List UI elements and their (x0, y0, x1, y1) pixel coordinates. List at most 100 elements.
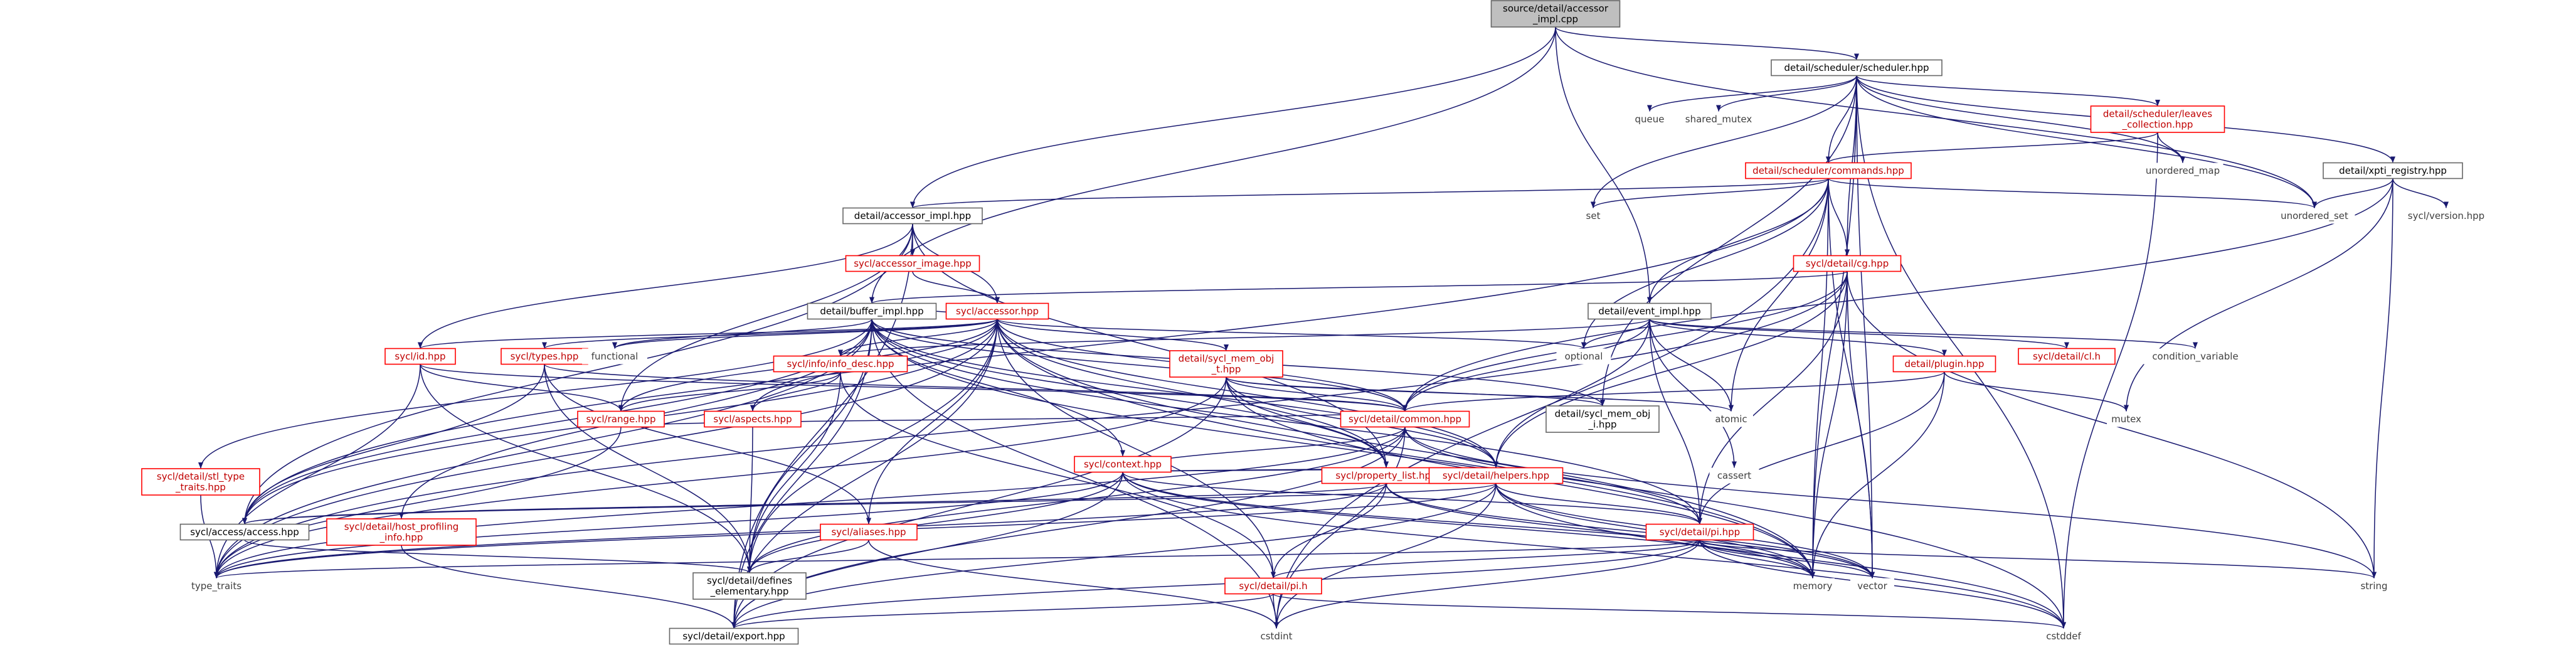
edge-sched-to-leaves (1856, 75, 2160, 107)
edge-pi_hpp-to-type_traits (214, 539, 1700, 579)
edge-helpers-to-export (731, 483, 1497, 629)
edge-range-to-type_traits (214, 427, 622, 578)
node-acc_impl[interactable]: detail/accessor_impl.hpp (842, 207, 983, 225)
node-id_hpp[interactable]: sycl/id.hpp (384, 348, 456, 365)
edge-accessor-to-functional (612, 318, 998, 349)
node-helpers[interactable]: sycl/detail/helpers.hpp (1428, 467, 1564, 484)
node-box-pi_hpp (1645, 523, 1754, 541)
edge-pi_h-to-cstdint (1273, 594, 1279, 629)
edge-info_desc-to-pi_h (840, 371, 1276, 578)
node-access[interactable]: sycl/access/access.hpp (179, 523, 310, 541)
edge-buffer_impl-to-export (731, 319, 872, 629)
edge-helpers-to-cstddef (1495, 483, 2066, 629)
edge-helpers-to-pi_hpp (1495, 483, 1702, 525)
node-box-info_desc (773, 355, 908, 373)
edge-xpti-to-string (2372, 178, 2393, 578)
node-label-stl_type-1: _traits.hpp (175, 482, 226, 494)
edge-pi_hpp-to-pi_h (1271, 539, 1700, 579)
node-box-context (1074, 456, 1172, 473)
node-pi_hpp[interactable]: sycl/detail/pi.hpp (1645, 523, 1754, 541)
edge-commands-to-unordered_set (1828, 178, 2317, 209)
node-optional: optional (1556, 348, 1611, 365)
node-sched[interactable]: detail/scheduler/scheduler.hpp (1771, 59, 1943, 77)
node-box-mutex (2107, 411, 2146, 427)
node-label-leaves-0: detail/scheduler/leaves (2103, 109, 2212, 120)
node-box-cassert (1709, 467, 1759, 484)
edge-sycl_mem_obj_t-to-common (1226, 376, 1407, 412)
edge-commands-to-set (1591, 178, 1829, 209)
edge-accessor-to-types_hpp (542, 318, 998, 349)
edge-sched-to-shared_mutex (1716, 75, 1857, 112)
node-aspects[interactable]: sycl/aspects.hpp (704, 410, 802, 428)
edge-cg-to-buffer_impl (869, 270, 1848, 304)
node-xpti[interactable]: detail/xpti_registry.hpp (2323, 162, 2463, 179)
node-root[interactable]: source/detail/accessor_impl.cpp (1490, 0, 1621, 28)
node-box-acc_impl (842, 207, 983, 225)
node-cg[interactable]: sycl/detail/cg.hpp (1793, 255, 1902, 272)
edge-sched-to-unordered_set (1856, 75, 2317, 208)
node-label-pi_hpp-0: sycl/detail/pi.hpp (1660, 526, 1740, 538)
edge-root-to-event_impl (1555, 26, 1652, 304)
node-label-id_hpp-0: sycl/id.hpp (395, 351, 445, 362)
node-box-acc_image (845, 255, 980, 272)
node-label-pi_h-0: sycl/detail/pi.h (1239, 580, 1307, 592)
node-label-set-0: set (1586, 210, 1601, 221)
node-label-queue-0: queue (1635, 114, 1665, 125)
edge-plugin-to-pi_hpp (1697, 371, 1945, 525)
node-plugin[interactable]: detail/plugin.hpp (1892, 355, 1996, 373)
node-label-host_prof-1: _info.hpp (379, 532, 423, 544)
node-buffer_impl[interactable]: detail/buffer_impl.hpp (807, 302, 937, 320)
edge-accessor-to-memory (997, 319, 1815, 578)
node-accessor[interactable]: sycl/accessor.hpp (945, 302, 1049, 320)
edge-sched-to-set (1591, 75, 1857, 208)
edge-commands-to-acc_impl (910, 178, 1829, 209)
node-common[interactable]: sycl/detail/common.hpp (1340, 410, 1470, 428)
node-acc_image[interactable]: sycl/accessor_image.hpp (845, 255, 980, 272)
node-info_desc[interactable]: sycl/info/info_desc.hpp (773, 355, 908, 373)
edge-prop_list-to-vector (1386, 483, 1875, 578)
node-event_impl[interactable]: detail/event_impl.hpp (1587, 302, 1712, 320)
edge-sched-to-unordered_map (1856, 75, 2185, 163)
node-label-type_traits-0: type_traits (191, 580, 241, 592)
node-label-acc_impl-0: detail/accessor_impl.hpp (854, 210, 971, 222)
node-box-sycl_mem_obj_t (1169, 350, 1283, 378)
node-box-id_hpp (384, 348, 456, 365)
node-pi_h[interactable]: sycl/detail/pi.h (1224, 577, 1322, 595)
node-defines[interactable]: sycl/detail/defines_elementary.hpp (692, 572, 807, 600)
edge-context-to-pi_hpp (1122, 472, 1702, 525)
node-label-root-1: _impl.cpp (1532, 14, 1578, 26)
edge-xpti-to-version (2392, 178, 2449, 208)
node-leaves[interactable]: detail/scheduler/leaves_collection.hpp (2090, 105, 2225, 133)
node-label-range-0: sycl/range.hpp (586, 413, 655, 425)
node-sycl_mem_obj_i[interactable]: detail/sycl_mem_obj_i.hpp (1545, 405, 1660, 433)
node-export[interactable]: sycl/detail/export.hpp (669, 627, 799, 645)
node-range[interactable]: sycl/range.hpp (577, 410, 665, 428)
edge-commands-to-optional (1581, 178, 1829, 349)
edge-types_hpp-to-access (242, 364, 545, 525)
node-box-helpers (1428, 467, 1564, 484)
node-box-export (669, 627, 799, 645)
edge-accessor-to-id_hpp (418, 318, 998, 349)
node-box-sched (1771, 59, 1943, 77)
edge-xpti-to-mutex (2124, 178, 2393, 412)
edge-xpti-to-unordered_set (2312, 178, 2393, 208)
edge-leaves-to-unordered_map (2157, 132, 2185, 163)
node-cl_h[interactable]: sycl/detail/cl.h (2018, 348, 2116, 365)
node-stl_type[interactable]: sycl/detail/stl_type_traits.hpp (141, 468, 260, 496)
edge-plugin-to-common (1402, 371, 1945, 412)
node-label-unordered_map-0: unordered_map (2146, 165, 2220, 177)
node-sycl_mem_obj_t[interactable]: detail/sycl_mem_obj_t.hpp (1169, 350, 1283, 378)
edge-event_impl-to-atomic (1649, 319, 1734, 412)
node-box-defines (692, 572, 807, 600)
node-commands[interactable]: detail/scheduler/commands.hpp (1745, 162, 1912, 179)
node-context[interactable]: sycl/context.hpp (1074, 456, 1172, 473)
node-aliases[interactable]: sycl/aliases.hpp (820, 523, 918, 541)
edge-buffer_impl-to-memory (871, 319, 1815, 578)
edge-event_impl-to-info_desc (838, 318, 1650, 357)
edge-aspects-to-defines (747, 427, 753, 573)
node-label-xpti-0: detail/xpti_registry.hpp (2339, 165, 2447, 177)
edge-helpers-to-access (242, 482, 1497, 525)
node-host_prof[interactable]: sycl/detail/host_profiling_info.hpp (326, 518, 477, 546)
node-label-sycl_mem_obj_i-0: detail/sycl_mem_obj (1555, 408, 1651, 420)
node-types_hpp[interactable]: sycl/types.hpp (501, 348, 588, 365)
